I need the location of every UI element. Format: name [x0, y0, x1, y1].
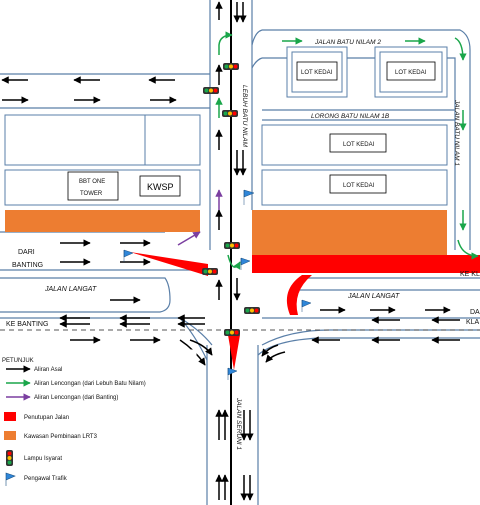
- original-flow-arrows: [1, 1, 460, 501]
- legend-item-1: Aliran Lencongan (dari Lebuh Batu Nilam): [34, 381, 146, 387]
- label-dari-banting-1: DARI: [18, 249, 35, 256]
- label-jalan-batu-nilam-1: JALAN BATU NILAM 1: [453, 99, 460, 166]
- label-lot-kedai-2: LOT KEDAI: [395, 70, 427, 76]
- label-ke-klang: KE KL: [460, 271, 480, 278]
- road-closure-bottom: [228, 335, 240, 370]
- legend-item-4: Kawasan Pembinaan LRT3: [24, 434, 98, 440]
- label-lot-kedai-4: LOT KEDAI: [343, 183, 375, 189]
- legend-orange-block: [4, 431, 16, 440]
- legend-item-0: Aliran Asal: [34, 367, 62, 373]
- legend-item-5: Lampu Isyarat: [24, 456, 62, 462]
- legend-item-6: Pengawal Trafik: [24, 476, 68, 482]
- label-jalan-langat-right: JALAN LANGAT: [347, 293, 400, 300]
- label-jalan-langat-left: JALAN LANGAT: [44, 286, 97, 293]
- label-lebuh-batu-nilam: LEBUH BATU NILAM: [241, 85, 248, 148]
- road-closure-wedge: [130, 252, 208, 276]
- traffic-light-icon: [202, 63, 260, 336]
- label-dari-klang-2: KLA: [466, 319, 480, 326]
- legend-traffic-light-icon: [6, 450, 13, 466]
- label-lot-kedai-1: LOT KEDAI: [301, 70, 333, 76]
- legend-flag-icon: [5, 472, 16, 486]
- road-closure-curve: [286, 275, 312, 315]
- diversion-arrows-green: [215, 31, 479, 270]
- legend-item-2: Aliran Lencongan (dari Banting): [34, 395, 118, 401]
- label-lot-kedai-3: LOT KEDAI: [343, 142, 375, 148]
- label-dari-klang-1: DA: [470, 309, 480, 316]
- label-bbt-one-1: BBT ONE: [79, 179, 105, 185]
- diversion-arrows-purple: [177, 189, 223, 246]
- label-kwsp: KWSP: [147, 182, 174, 192]
- label-lorong-batu-nilam-1b: LORONG BATU NILAM 1B: [311, 113, 390, 120]
- label-jalan-batu-nilam-2: JALAN BATU NILAM 2: [314, 39, 381, 46]
- label-dari-banting-2: BANTING: [12, 262, 43, 269]
- lrt-construction-area-right: [252, 210, 447, 255]
- label-jalan-seruni-1: JALAN SERUNI 1: [235, 397, 242, 450]
- flag-icon: [123, 189, 312, 380]
- lrt-construction-area-left: [5, 210, 200, 232]
- road-closure-right: [252, 255, 480, 273]
- legend-title: PETUNJUK: [2, 358, 34, 364]
- building-label-boxes: [67, 61, 436, 201]
- label-bbt-one-2: TOWER: [80, 191, 103, 197]
- legend-item-3: Penutupan Jalan: [24, 415, 69, 421]
- legend: PETUNJUK Aliran Asal Aliran Lencongan (d…: [0, 349, 197, 501]
- legend-red-block: [4, 412, 16, 421]
- label-ke-banting: KE BANTING: [6, 321, 48, 328]
